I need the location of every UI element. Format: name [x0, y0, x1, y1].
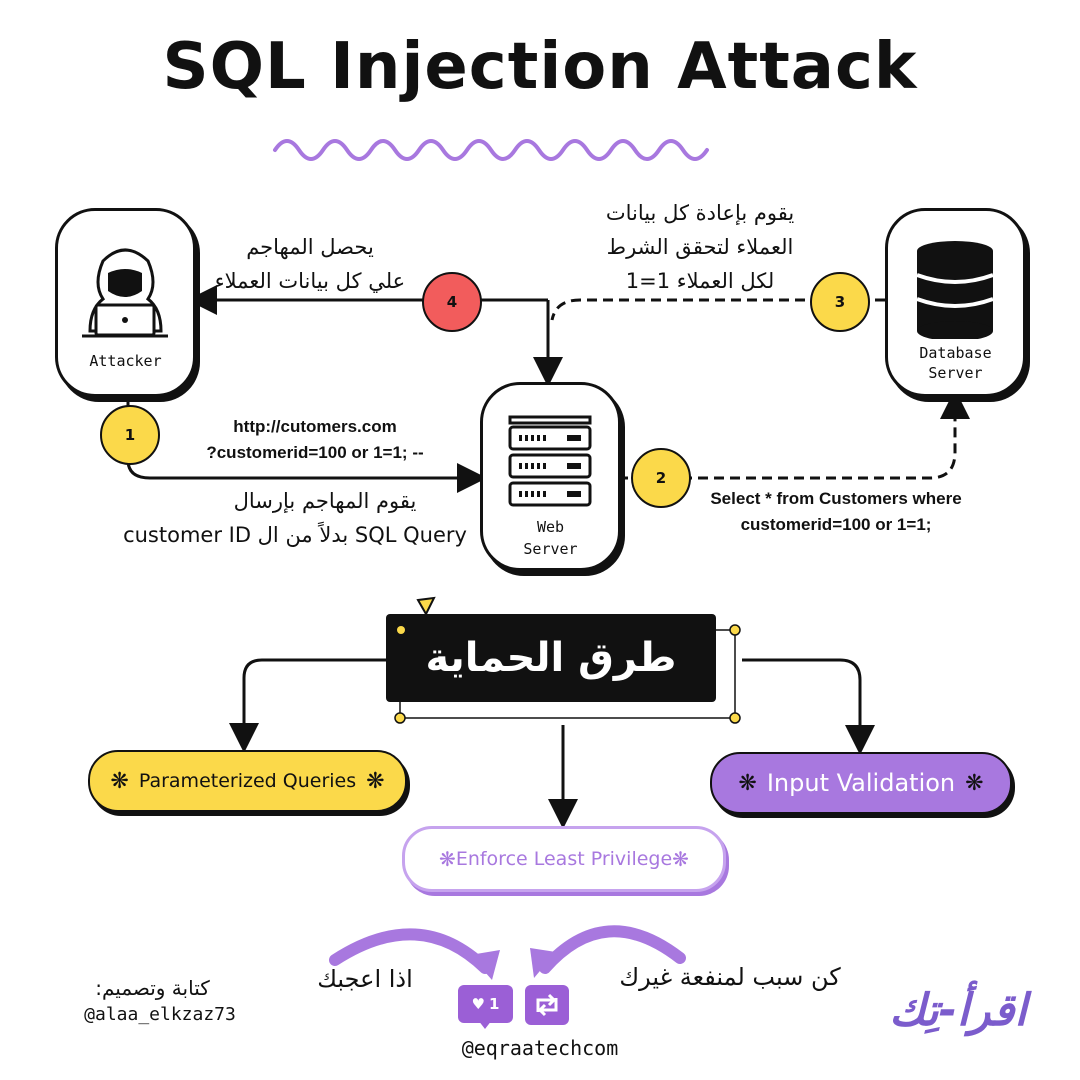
input-validation-pill: ❋ Input Validation ❋	[710, 752, 1012, 814]
if-liked-text: اذا اعجبك	[317, 965, 413, 993]
database-server-node: Database Server	[885, 208, 1026, 397]
like-button[interactable]: ♥ 1	[458, 985, 513, 1023]
web-server-label-2: Server	[523, 540, 578, 558]
heading-dot	[397, 626, 405, 634]
heart-icon: ♥	[471, 995, 485, 1013]
protection-heading: طرق الحماية	[425, 635, 677, 681]
arrow-to-validation	[742, 658, 875, 755]
retweet-icon	[536, 993, 558, 1017]
step-3-line-1: يقوم بإعادة كل بيانات	[605, 201, 795, 225]
step-2-badge: 2	[631, 448, 691, 508]
step-1-line-1: يقوم المهاجم بإرسال	[233, 489, 417, 513]
cursor-icon	[416, 596, 436, 617]
step-1-badge: 1	[100, 405, 160, 465]
attacker-label: Attacker	[89, 352, 162, 370]
step-3-line-3: لكل العملاء 1=1	[625, 269, 775, 293]
step-2-sql-line-1: Select * from Customers where	[710, 489, 962, 508]
star-icon: ❋	[672, 847, 689, 871]
star-icon: ❋	[110, 768, 129, 794]
star-icon: ❋	[439, 847, 456, 871]
title-squiggle	[273, 139, 709, 161]
step-4-line-1: يحصل المهاجم	[246, 235, 374, 259]
step-1-text: يقوم المهاجم بإرسال SQL Query بدلاً من ا…	[115, 484, 475, 552]
protection-heading-box: طرق الحماية	[386, 614, 716, 702]
step-2-sql-line-2: customerid=100 or 1=1;	[740, 515, 932, 534]
page-title: SQL Injection Attack	[162, 30, 918, 104]
step-1-line-2: SQL Query بدلاً من ال customer ID	[123, 523, 467, 547]
arrow-to-parameterized	[229, 658, 386, 753]
step-1-url-line-2: ?customerid=100 or 1=1; --	[206, 443, 424, 462]
parameterized-queries-pill: ❋ Parameterized Queries ❋	[88, 750, 407, 812]
star-icon: ❋	[965, 770, 984, 796]
least-privilege-pill: ❋ Enforce Least Privilege ❋	[402, 826, 726, 892]
db-server-label-2: Server	[928, 364, 983, 382]
step-4-line-2: علي كل بيانات العملاء	[214, 269, 406, 293]
db-server-label-1: Database	[919, 344, 992, 362]
input-validation-label: Input Validation	[766, 769, 956, 797]
arrow-step2-dashed	[618, 389, 970, 480]
site-handle: @eqraatechcom	[461, 1036, 619, 1060]
least-privilege-label: Enforce Least Privilege	[455, 848, 673, 870]
credit-handle: @alaa_elkzaz73	[84, 1004, 236, 1025]
retweet-button[interactable]	[525, 985, 569, 1025]
star-icon: ❋	[366, 768, 385, 794]
step-1-url-line-1: http://cutomers.com	[233, 417, 397, 436]
like-tail	[478, 1020, 492, 1029]
arrow-step3-dashed	[550, 298, 885, 321]
server-rack-icon	[508, 415, 592, 507]
curved-arrow-right	[539, 925, 686, 974]
step-4-badge: 4	[422, 272, 482, 332]
be-reason-text: كن سبب لمنفعة غيرك	[619, 963, 841, 991]
step-1-url: http://cutomers.com ?customerid=100 or 1…	[180, 414, 450, 466]
step-3-line-2: العملاء لتحقق الشرط	[606, 235, 794, 259]
credit-label: كتابة وتصميم:	[95, 976, 210, 1000]
brand-logo: اقرأ-تِك	[889, 985, 1027, 1036]
curved-arrow-left	[329, 928, 491, 974]
step-3-badge: 3	[810, 272, 870, 332]
database-icon	[916, 241, 994, 339]
parameterized-queries-label: Parameterized Queries	[138, 770, 357, 792]
hacker-icon	[82, 248, 168, 338]
star-icon: ❋	[738, 770, 757, 796]
step-4-text: يحصل المهاجم علي كل بيانات العملاء	[200, 230, 420, 298]
web-server-label-1: Web	[536, 518, 565, 536]
step-3-text: يقوم بإعادة كل بيانات العملاء لتحقق الشر…	[580, 196, 820, 298]
step-2-sql: Select * from Customers where customerid…	[686, 486, 986, 538]
web-server-node: Web Server	[480, 382, 621, 571]
like-count: 1	[489, 995, 500, 1013]
attacker-node: Attacker	[55, 208, 196, 397]
